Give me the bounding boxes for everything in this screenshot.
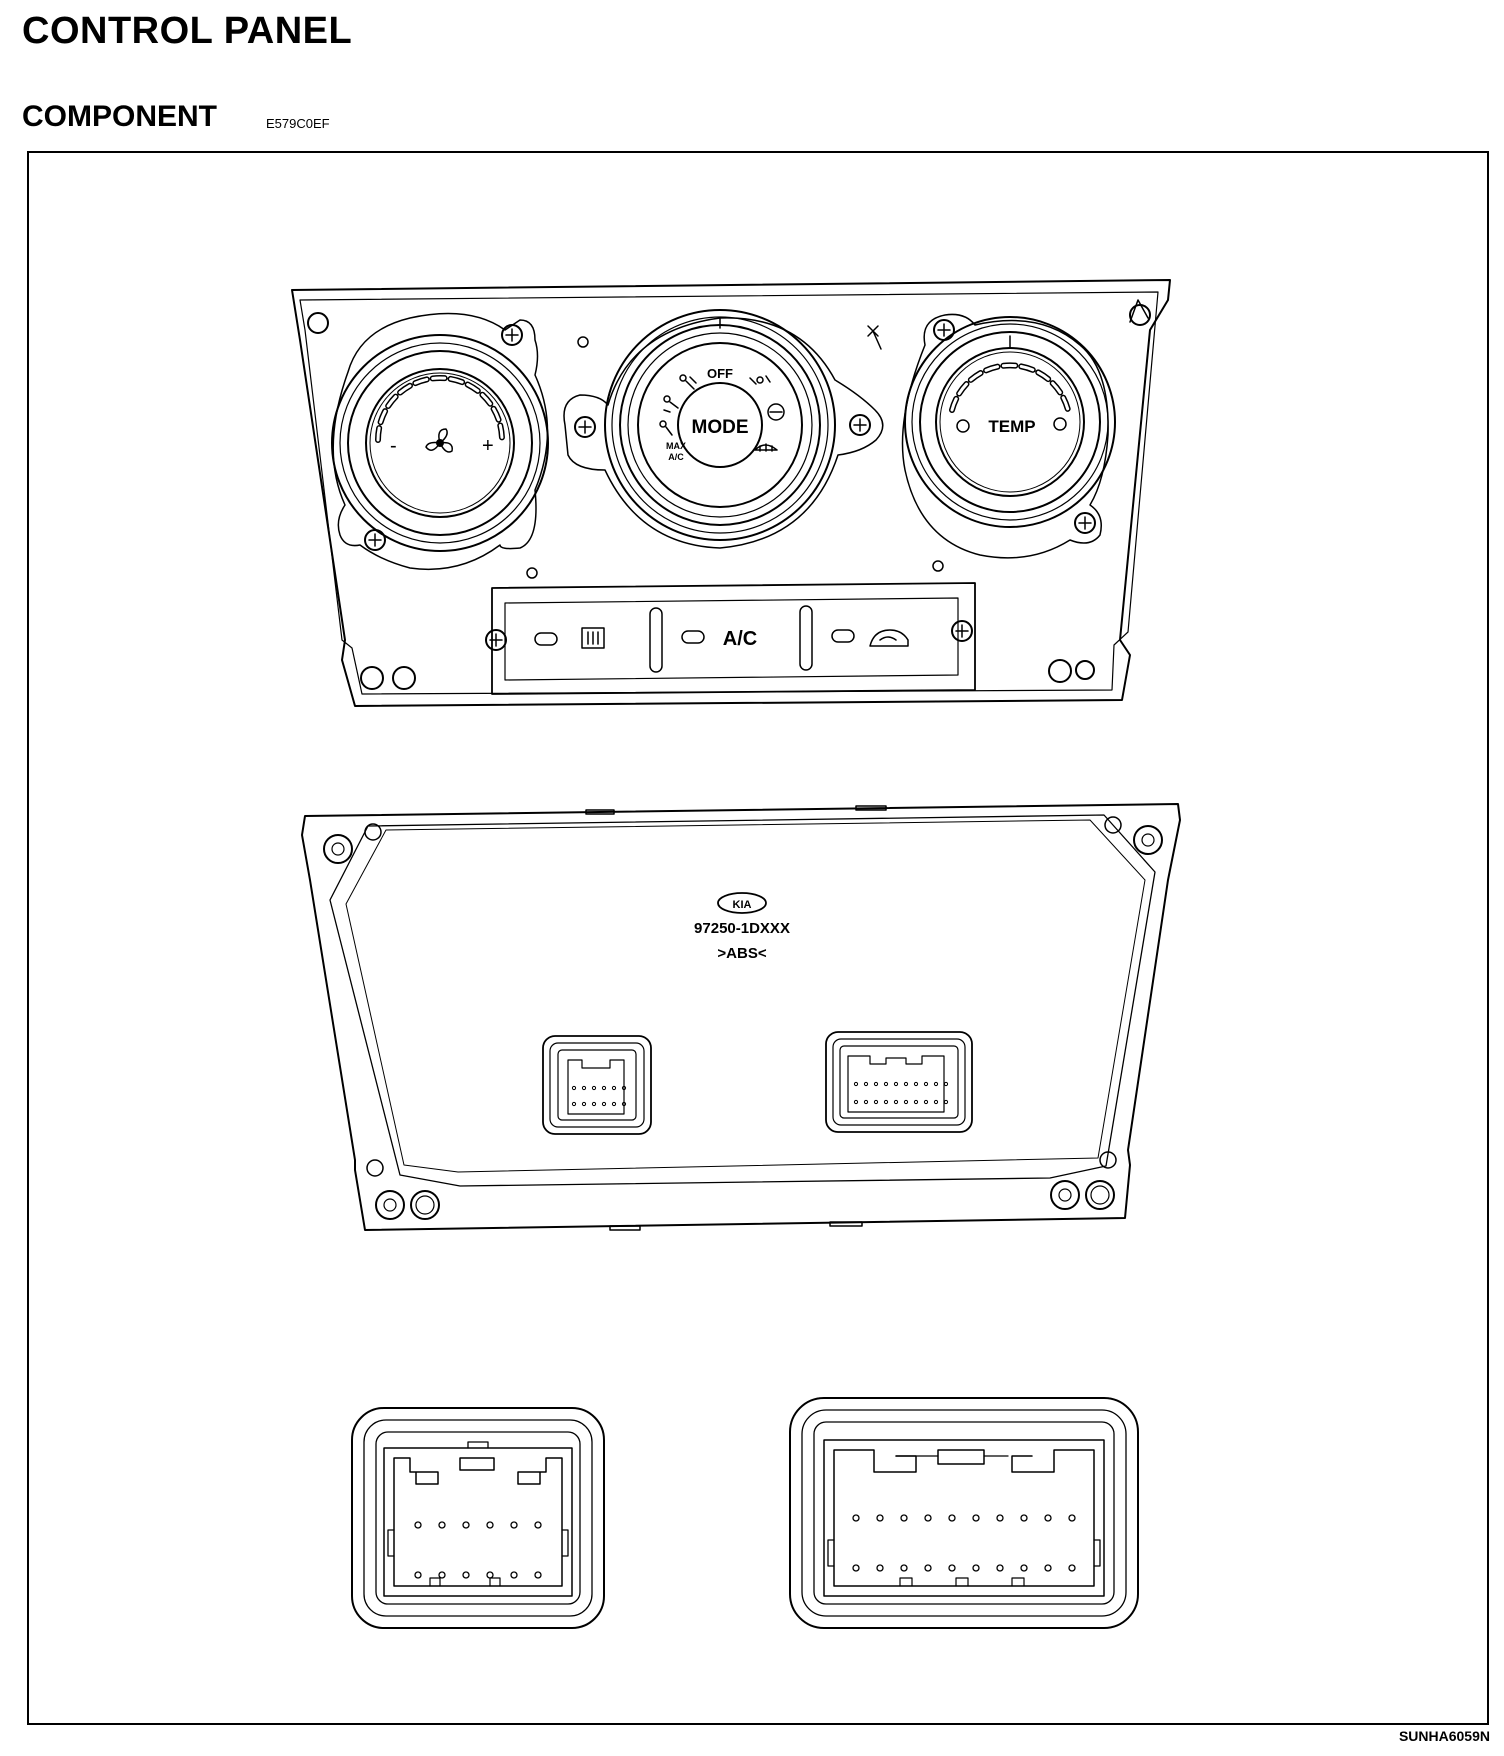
section-title: COMPONENT [22,100,217,133]
mount-hole [1048,659,1072,683]
page-title: CONTROL PANEL [22,10,353,52]
defrost-icon-mode [767,403,785,421]
mode-label: MODE [692,417,749,438]
rear-connector-12pin[interactable] [542,1035,652,1135]
mode-off-label: OFF [707,366,733,381]
mount-hole [1075,660,1095,680]
recirculation-button[interactable] [818,603,946,665]
fan-icon [425,428,453,453]
screw-icon [501,324,523,346]
material-mark: >ABS< [717,945,766,962]
front-panel: - + MODE OFF MAX A/C [291,279,1171,707]
ac-button[interactable]: A/C [668,605,796,667]
max-ac-label-line2: A/C [668,452,684,462]
screw-icon [933,319,955,341]
screw-icon [1074,512,1096,534]
recirculation-indicator [831,629,855,643]
section-code: E579C0EF [266,116,330,131]
screw-icon [849,414,871,436]
kia-logo: KIA [717,892,767,914]
screw-icon [485,629,507,651]
connector-detail-20pin [789,1397,1139,1629]
mount-hole [392,666,416,690]
fan-minus-label: - [390,435,397,457]
fan-plus-label: + [482,435,494,457]
rear-panel: KIA 97250-1DXXX >ABS< [301,803,1181,1231]
figure-frame [27,151,1489,1725]
rear-defrost-button[interactable] [518,607,646,669]
temperature-knob[interactable]: TEMP [901,313,1116,559]
rear-defrost-icon [581,627,605,649]
part-number: 97250-1DXXX [694,920,790,937]
fan-speed-knob[interactable]: - + [331,312,549,571]
defrost-icon [754,443,778,452]
screw-icon [364,529,386,551]
mount-hole [307,312,329,334]
screw-icon [951,620,973,642]
screw-icon [574,416,596,438]
vent-floor-icon [663,395,679,413]
button-strip: A/C [485,582,976,695]
mode-knob[interactable]: MODE OFF MAX A/C [563,309,884,549]
figure-code: SUNHA6059N [1398,1728,1490,1744]
kia-logo-text: KIA [733,899,752,911]
rear-defrost-indicator [534,632,558,646]
ac-button-label: A/C [723,628,757,650]
rear-connector-20pin[interactable] [825,1031,973,1133]
recirculation-icon [869,629,909,647]
temp-label: TEMP [988,417,1035,436]
mount-hole [360,666,384,690]
floor-icon [659,420,673,436]
connector-detail-12pin [351,1407,605,1629]
floor-defrost-icon [749,375,771,385]
vent-icon [679,374,697,390]
ac-indicator [681,630,705,644]
max-ac-label-line1: MAX [666,441,686,451]
